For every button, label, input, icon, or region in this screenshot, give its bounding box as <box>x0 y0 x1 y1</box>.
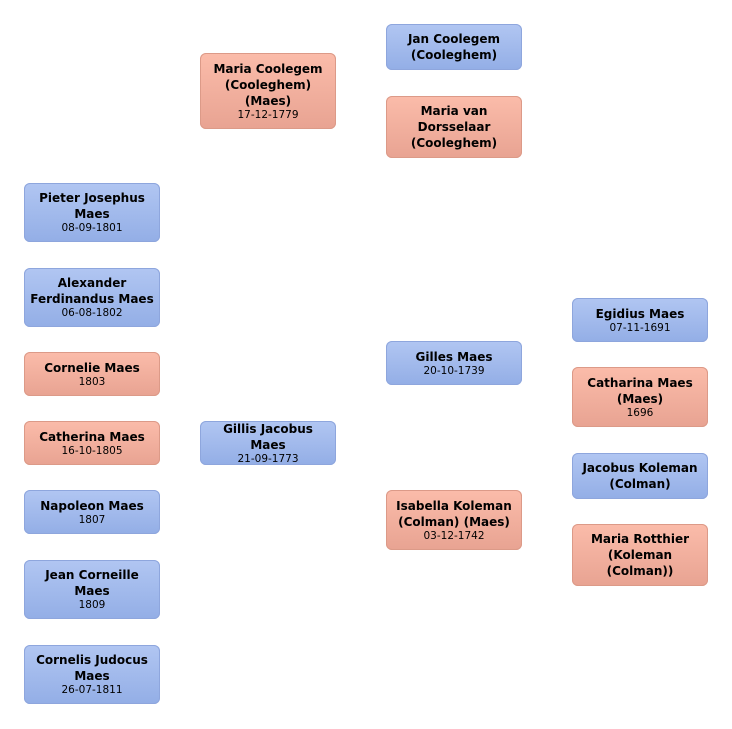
person-date: 17-12-1779 <box>237 108 299 121</box>
person-date: 16-10-1805 <box>61 444 123 457</box>
person-date: 08-09-1801 <box>61 222 123 234</box>
person-date: 1807 <box>78 513 106 526</box>
person-card-alexander-ferdinandus-maes[interactable]: Alexander Ferdinandus Maes 06-08-1802 <box>24 268 160 327</box>
person-card-gilles-maes[interactable]: Gilles Maes 20-10-1739 <box>386 341 522 385</box>
person-card-jan-coolegem[interactable]: Jan Coolegem (Cooleghem) <box>386 24 522 70</box>
person-name: Jan Coolegem (Cooleghem) <box>407 32 501 62</box>
person-card-jean-corneille-maes[interactable]: Jean Corneille Maes 1809 <box>24 560 160 619</box>
person-name: Catherina Maes <box>39 429 145 444</box>
person-name: Cornelie Maes <box>44 360 140 375</box>
person-name: Cornelis Judocus Maes <box>36 653 148 683</box>
person-card-catharina-maes[interactable]: Catharina Maes (Maes) 1696 <box>572 367 708 427</box>
person-name: Napoleon Maes <box>40 498 144 513</box>
person-name: Egidius Maes <box>595 306 685 321</box>
person-name: Gilles Maes <box>415 349 493 364</box>
person-card-jacobus-koleman[interactable]: Jacobus Koleman (Colman) <box>572 453 708 499</box>
person-date: 20-10-1739 <box>423 364 485 377</box>
person-card-cornelie-maes[interactable]: Cornelie Maes 1803 <box>24 352 160 396</box>
person-card-napoleon-maes[interactable]: Napoleon Maes 1807 <box>24 490 160 534</box>
person-date: 1809 <box>78 599 106 611</box>
person-card-gillis-jacobus-maes[interactable]: Gillis Jacobus Maes 21-09-1773 <box>200 421 336 465</box>
person-name: Maria van Dorsselaar (Cooleghem) <box>410 104 498 150</box>
person-name: Jean Corneille Maes <box>45 568 139 598</box>
person-card-maria-coolegem[interactable]: Maria Coolegem (Cooleghem) (Maes) 17-12-… <box>200 53 336 129</box>
person-card-catherina-maes[interactable]: Catherina Maes 16-10-1805 <box>24 421 160 465</box>
person-date: 03-12-1742 <box>423 529 485 542</box>
person-name: Pieter Josephus Maes <box>39 191 145 221</box>
person-date: 1803 <box>78 375 106 388</box>
person-card-maria-rotthier[interactable]: Maria Rotthier (Koleman (Colman)) <box>572 524 708 586</box>
person-name: Jacobus Koleman (Colman) <box>582 461 698 491</box>
person-name: Gillis Jacobus Maes <box>223 421 313 452</box>
person-date: 06-08-1802 <box>61 307 123 319</box>
person-card-pieter-josephus-maes[interactable]: Pieter Josephus Maes 08-09-1801 <box>24 183 160 242</box>
person-name: Maria Coolegem (Cooleghem) (Maes) <box>213 61 323 108</box>
person-name: Maria Rotthier (Koleman (Colman)) <box>590 532 689 578</box>
person-date: 26-07-1811 <box>61 684 123 696</box>
person-name: Catharina Maes (Maes) <box>587 375 693 406</box>
person-card-isabella-koleman[interactable]: Isabella Koleman (Colman) (Maes) 03-12-1… <box>386 490 522 550</box>
person-date: 1696 <box>626 406 654 419</box>
person-date: 07-11-1691 <box>609 321 671 334</box>
person-card-cornelis-judocus-maes[interactable]: Cornelis Judocus Maes 26-07-1811 <box>24 645 160 704</box>
person-name: Isabella Koleman (Colman) (Maes) <box>396 498 512 529</box>
person-date: 21-09-1773 <box>237 452 299 465</box>
person-card-maria-van-dorsselaar[interactable]: Maria van Dorsselaar (Cooleghem) <box>386 96 522 158</box>
person-card-egidius-maes[interactable]: Egidius Maes 07-11-1691 <box>572 298 708 342</box>
person-name: Alexander Ferdinandus Maes <box>30 276 154 306</box>
